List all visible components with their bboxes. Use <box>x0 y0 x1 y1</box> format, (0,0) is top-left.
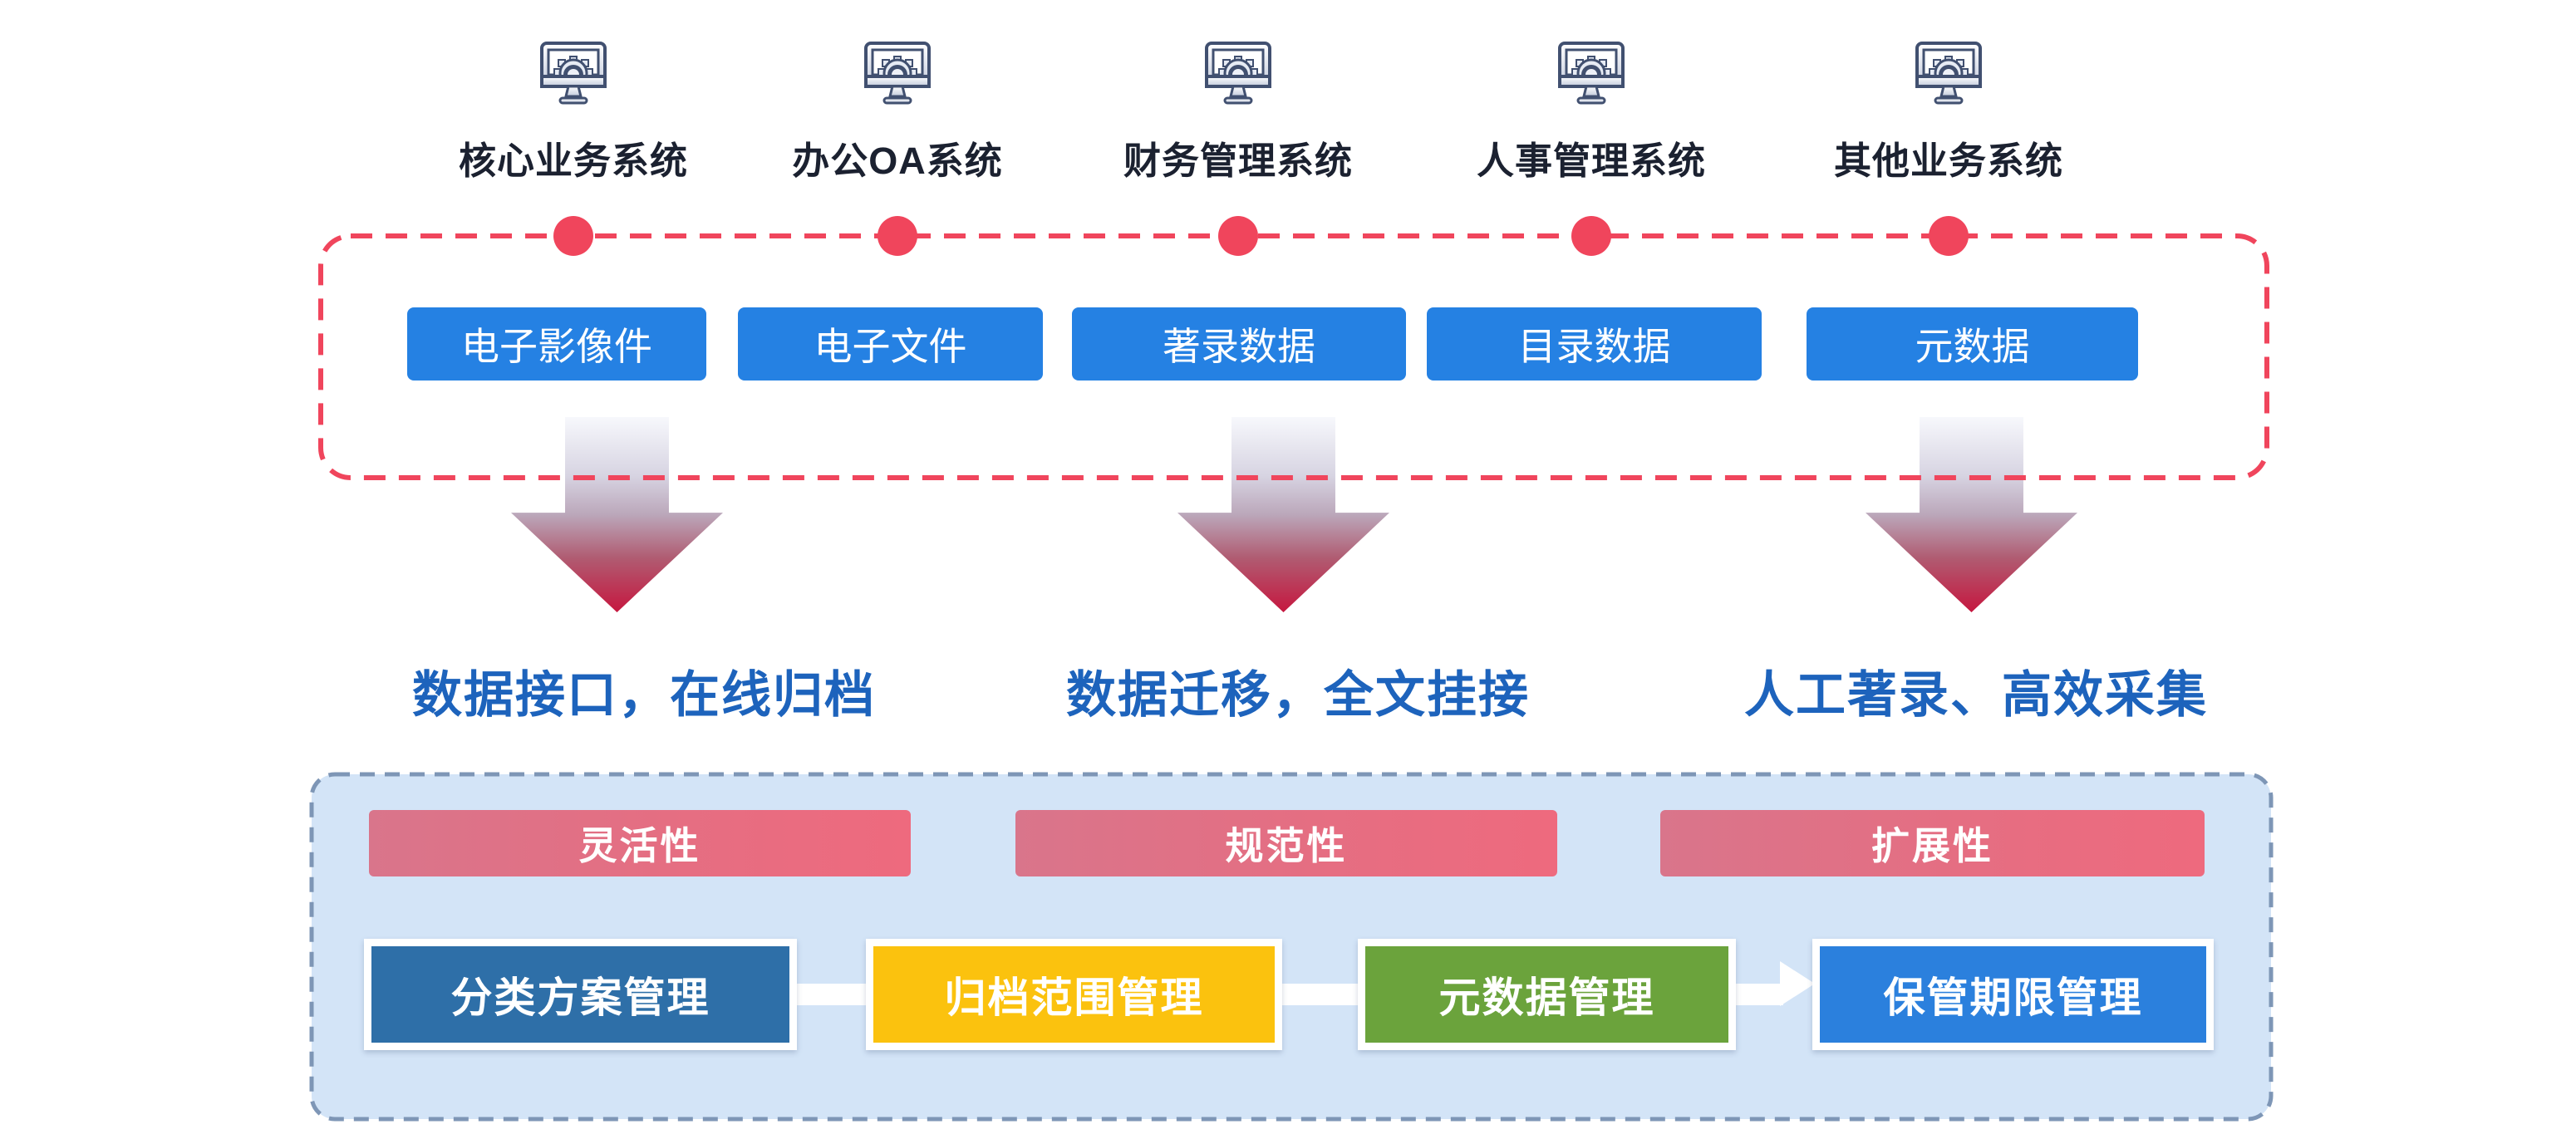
system-office-oa: 办公OA系统 <box>690 35 1105 184</box>
system-label: 核心业务系统 <box>458 140 688 182</box>
connector-dot <box>1929 216 1969 256</box>
module-arrow-right-icon <box>1780 961 1815 1006</box>
computer-gear-icon <box>532 35 615 118</box>
module-retention: 保管期限管理 <box>1812 939 2214 1050</box>
module-archive-scope: 归档范围管理 <box>866 939 1282 1050</box>
data-item-chip: 元数据 <box>1807 307 2138 381</box>
system-label: 其他业务系统 <box>1833 140 2063 182</box>
computer-gear-icon <box>856 35 939 118</box>
system-label: 人事管理系统 <box>1476 140 1706 182</box>
data-item-chip: 著录数据 <box>1072 307 1406 381</box>
computer-gear-icon <box>1550 35 1633 118</box>
system-label: 办公OA系统 <box>792 140 1003 182</box>
data-item-chip: 电子文件 <box>738 307 1043 381</box>
flow-arrow-down-icon <box>1866 417 2077 612</box>
quality-badge: 灵活性 <box>369 810 911 876</box>
computer-gear-icon <box>1197 35 1280 118</box>
method-label: 人工著录、高效采集 <box>1744 667 2208 723</box>
module-metadata: 元数据管理 <box>1358 939 1736 1050</box>
connector-dot <box>878 216 917 256</box>
computer-gear-icon <box>1907 35 1990 118</box>
connector-dot <box>1218 216 1258 256</box>
system-other: 其他业务系统 <box>1741 35 2156 184</box>
quality-badge: 规范性 <box>1015 810 1557 876</box>
module-classification: 分类方案管理 <box>364 939 797 1050</box>
system-core-business: 核心业务系统 <box>366 35 781 184</box>
management-panel: 灵活性 规范性 扩展性 分类方案管理 归档范围管理 元数据管理 保管期限管理 <box>309 772 2274 1122</box>
system-label: 财务管理系统 <box>1123 140 1353 182</box>
data-item-chip: 电子影像件 <box>407 307 706 381</box>
quality-badge: 扩展性 <box>1660 810 2205 876</box>
data-item-chip: 目录数据 <box>1427 307 1762 381</box>
flow-arrow-down-icon <box>1177 417 1389 612</box>
connector-dot <box>553 216 593 256</box>
module-connector <box>1273 984 1367 1005</box>
system-finance: 财务管理系统 <box>1030 35 1446 184</box>
connector-dot <box>1571 216 1611 256</box>
module-connector <box>787 984 876 1005</box>
method-label: 数据接口，在线归档 <box>412 667 876 723</box>
flow-arrow-down-icon <box>511 417 723 612</box>
method-label: 数据迁移，全文挂接 <box>1066 667 1530 723</box>
system-hr: 人事管理系统 <box>1384 35 1799 184</box>
